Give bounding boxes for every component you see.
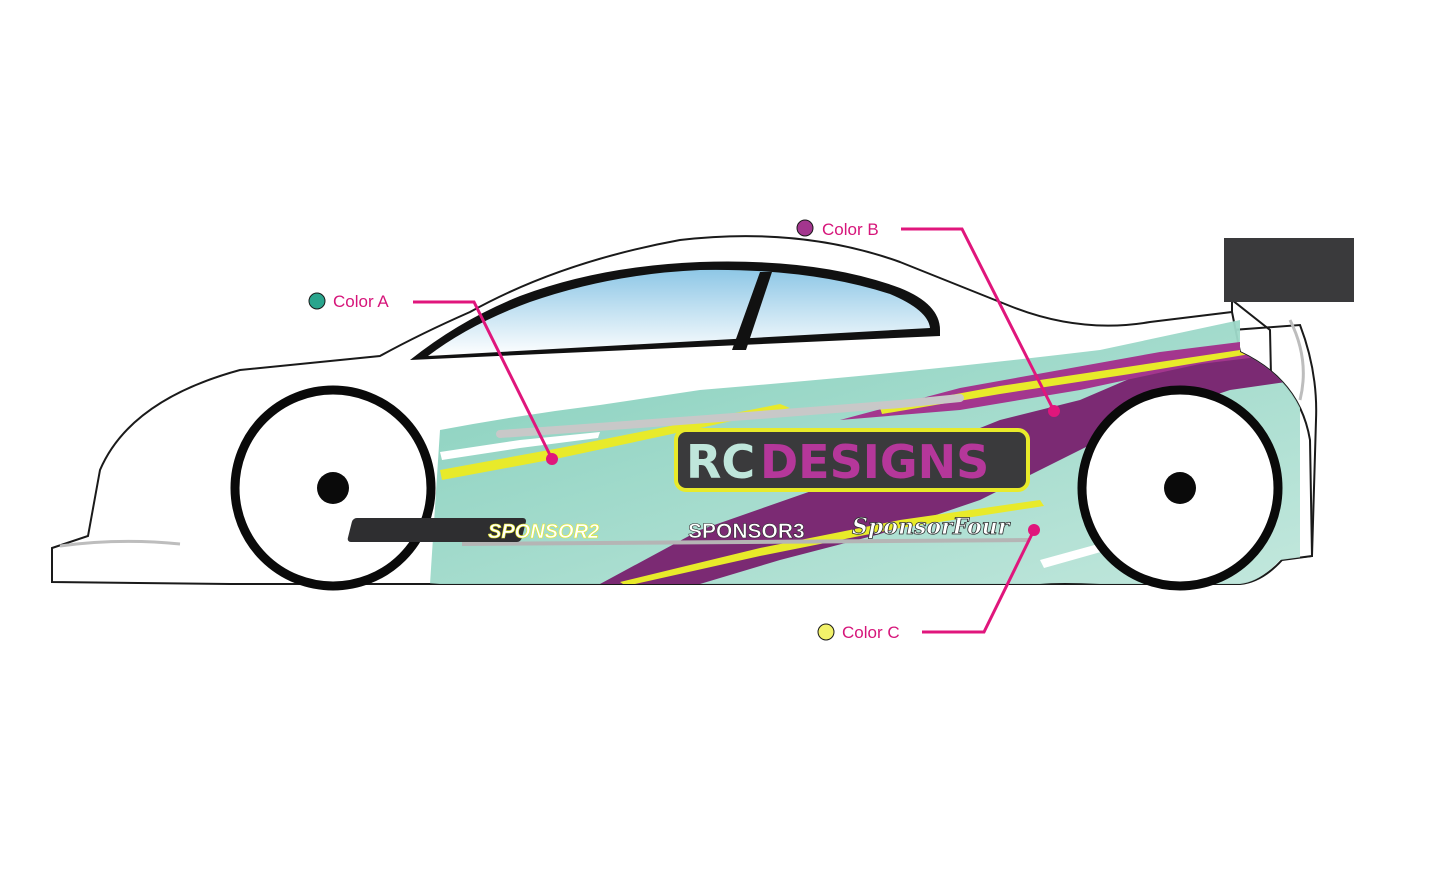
color-a-swatch-icon <box>308 292 326 310</box>
rear-wheel-hub <box>1164 472 1196 504</box>
sill-line <box>461 538 1031 546</box>
logo-designs-text: DESIGNS <box>760 435 989 489</box>
side-crease-line <box>496 394 964 438</box>
sponsor4-text: SponsorFour <box>852 514 1011 540</box>
rc-designs-logo: RC DESIGNS <box>674 428 1030 492</box>
callout-color-b: Color B <box>796 219 1060 417</box>
color-c-swatch-icon <box>817 623 835 641</box>
color-c-label: Color C <box>842 623 900 642</box>
livery-yellow-streak-2 <box>880 350 1250 414</box>
rear-wheel <box>1077 385 1283 591</box>
color-c-leader-line <box>922 529 1036 634</box>
color-a-label: Color A <box>333 292 389 311</box>
color-b-leader-line <box>901 227 1056 412</box>
front-wheel <box>230 385 436 591</box>
color-a-pointer-dot <box>546 453 558 465</box>
car-windows <box>410 261 940 360</box>
sponsor2-text: SPONSOR2 <box>488 521 599 543</box>
sponsor-decals: SPONSOR2 SPONSOR3 SponsorFour <box>347 514 1011 543</box>
sponsor3-text: SPONSOR3 <box>688 520 805 543</box>
side-window-glass <box>428 269 930 356</box>
logo-rc-text: RC <box>686 435 755 489</box>
livery-white-splash <box>440 432 600 460</box>
color-a-leader-line <box>413 300 554 460</box>
rear-wing <box>1224 238 1354 302</box>
callout-color-c: Color C <box>817 524 1040 642</box>
window-b-pillar <box>732 272 772 350</box>
front-wheel-hub <box>317 472 349 504</box>
callout-color-a: Color A <box>308 292 558 465</box>
color-b-label: Color B <box>822 220 879 239</box>
livery-yellow-streak-3 <box>620 500 1044 584</box>
color-b-swatch-icon <box>796 219 814 237</box>
color-c-pointer-dot <box>1028 524 1040 536</box>
rear-edge-line <box>1288 319 1305 401</box>
color-b-pointer-dot <box>1048 405 1060 417</box>
front-bumper-line <box>59 539 181 548</box>
